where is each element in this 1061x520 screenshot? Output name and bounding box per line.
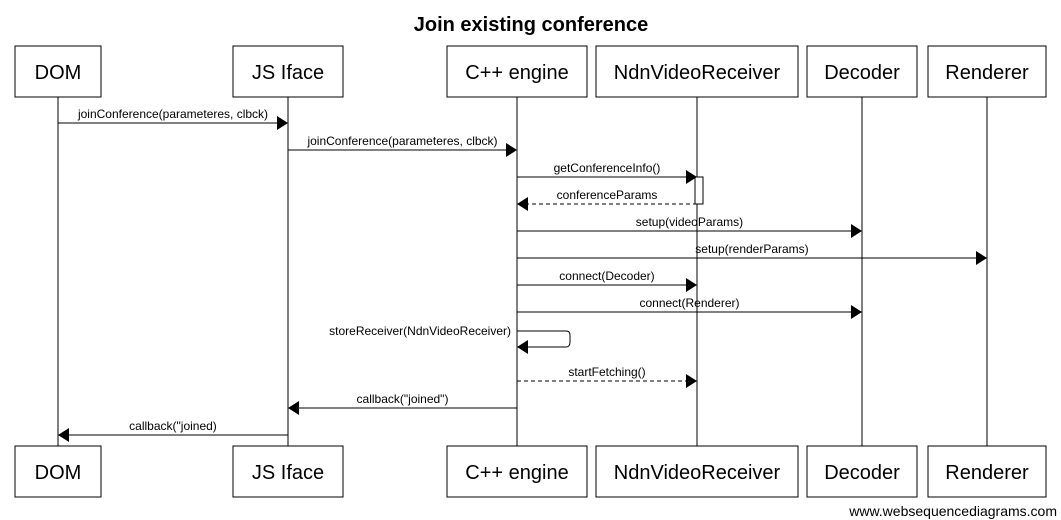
- footer-credit: www.websequencediagrams.com: [848, 503, 1057, 519]
- participants-bottom: DOM JS Iface C++ engine NdnVideoReceiver Dec…: [14, 445, 1047, 498]
- message-label: joinConference(parameteres, clbck): [77, 107, 268, 121]
- participant-decoder-top: Decoder: [806, 45, 918, 98]
- message-6: setup(renderParams): [517, 242, 987, 265]
- diagram-title: Join existing conference: [414, 14, 649, 36]
- activation-bar-receiver: [694, 176, 704, 205]
- participant-label: Decoder: [824, 462, 900, 484]
- message-label: joinConference(parameteres, clbck): [306, 134, 497, 148]
- arrowhead: [506, 143, 517, 157]
- participant-box: [806, 445, 918, 498]
- message-label: getConferenceInfo(): [554, 161, 661, 175]
- participant-receiver-bottom: NdnVideoReceiver: [595, 445, 799, 498]
- participant-label: JS Iface: [252, 62, 324, 84]
- message-label: conferenceParams: [557, 188, 658, 202]
- participant-decoder-bottom: Decoder: [806, 445, 918, 498]
- arrowhead: [277, 116, 288, 130]
- participant-box: [927, 45, 1047, 98]
- participant-label: NdnVideoReceiver: [614, 462, 781, 484]
- arrowhead: [517, 197, 528, 211]
- message-11: callback("joined"): [288, 392, 517, 415]
- participant-engine-top: C++ engine: [446, 45, 588, 98]
- participant-jsiface-bottom: JS Iface: [232, 445, 344, 498]
- messages: joinConference(parameteres, clbck) joinCo…: [58, 107, 987, 442]
- message-label: storeReceiver(NdnVideoReceiver): [329, 324, 511, 338]
- message-label: connect(Renderer): [639, 296, 739, 310]
- message-9: storeReceiver(NdnVideoReceiver): [329, 324, 571, 354]
- message-10: startFetching(): [517, 365, 697, 388]
- message-8: connect(Renderer): [517, 296, 862, 319]
- participant-box: [595, 45, 799, 98]
- message-7: connect(Decoder): [517, 269, 697, 292]
- participant-receiver-top: NdnVideoReceiver: [595, 45, 799, 98]
- message-2: joinConference(parameteres, clbck): [288, 134, 517, 157]
- participant-label: JS Iface: [252, 462, 324, 484]
- arrowhead: [686, 374, 697, 388]
- participant-label: DOM: [35, 62, 82, 84]
- lifelines: [57, 97, 988, 446]
- arrowhead: [686, 278, 697, 292]
- participant-label: C++ engine: [465, 62, 568, 84]
- arrowhead: [58, 428, 69, 442]
- arrowhead: [851, 224, 862, 238]
- message-label: callback("joined): [129, 419, 217, 433]
- participant-box: [446, 445, 588, 498]
- message-line: [517, 330, 571, 348]
- participant-renderer-bottom: Renderer: [927, 445, 1047, 498]
- message-label: setup(videoParams): [636, 215, 743, 229]
- arrowhead: [976, 251, 987, 265]
- participant-label: Renderer: [945, 462, 1029, 484]
- participant-box: [806, 45, 918, 98]
- participants-top: DOM JS Iface C++ engine NdnVideoReceiver Dec…: [14, 45, 1047, 98]
- message-label: startFetching(): [568, 365, 645, 379]
- participant-box: [595, 445, 799, 498]
- participant-box: [927, 445, 1047, 498]
- message-5: setup(videoParams): [517, 215, 862, 238]
- participant-label: C++ engine: [465, 462, 568, 484]
- participant-label: NdnVideoReceiver: [614, 62, 781, 84]
- participant-box: [14, 45, 102, 98]
- activations: [694, 176, 704, 205]
- message-12: callback("joined): [58, 419, 288, 442]
- message-label: callback("joined"): [357, 392, 449, 406]
- participant-dom-top: DOM: [14, 45, 102, 98]
- participant-dom-bottom: DOM: [14, 445, 102, 498]
- message-label: connect(Decoder): [559, 269, 654, 283]
- participant-box: [14, 445, 102, 498]
- participant-box: [232, 445, 344, 498]
- participant-label: Renderer: [945, 62, 1029, 84]
- arrowhead: [288, 401, 299, 415]
- participant-jsiface-top: JS Iface: [232, 45, 344, 98]
- participant-engine-bottom: C++ engine: [446, 445, 588, 498]
- arrowhead: [851, 305, 862, 319]
- message-label: setup(renderParams): [695, 242, 808, 256]
- message-4: conferenceParams: [517, 188, 697, 211]
- participant-box: [232, 45, 344, 98]
- participant-box: [446, 45, 588, 98]
- participant-label: Decoder: [824, 62, 900, 84]
- participant-label: DOM: [35, 462, 82, 484]
- message-3: getConferenceInfo(): [517, 161, 697, 184]
- arrowhead: [517, 340, 528, 354]
- message-1: joinConference(parameteres, clbck): [58, 107, 288, 130]
- participant-renderer-top: Renderer: [927, 45, 1047, 98]
- arrowhead: [686, 170, 697, 184]
